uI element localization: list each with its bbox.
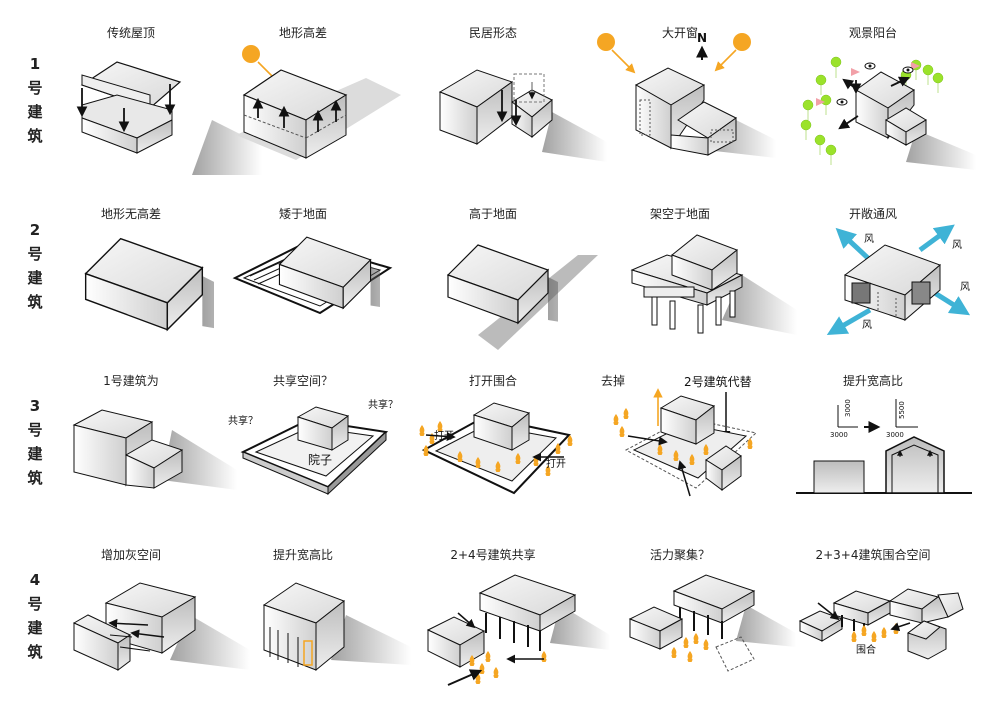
caption-terrain-height: 地形高差 bbox=[278, 26, 327, 40]
diagram-vitality bbox=[628, 574, 796, 672]
flame-icons bbox=[469, 651, 547, 684]
wind-label: 风 bbox=[864, 233, 874, 245]
row-label-char: 3 bbox=[29, 397, 41, 415]
caption-remove: 去掉 bbox=[600, 374, 625, 388]
row-label-char: 筑 bbox=[27, 643, 43, 661]
caption-view-balcony: 观景阳台 bbox=[848, 26, 897, 40]
diagram-shared-space: 共享？ 共享？ 院子 bbox=[228, 398, 398, 496]
row-label-char: 1 bbox=[29, 55, 41, 73]
sun-icon bbox=[733, 33, 751, 51]
row-label-char: 筑 bbox=[27, 469, 43, 487]
caption-open-enclosure: 打开围合 bbox=[468, 374, 517, 388]
caption-aspect-ratio: 提升宽高比 bbox=[842, 374, 903, 388]
diagram-dwelling-form bbox=[438, 69, 607, 162]
caption-below-ground: 矮于地面 bbox=[278, 207, 327, 221]
sun-icon bbox=[597, 33, 615, 51]
row-label-char: 4 bbox=[29, 571, 41, 589]
row-label-char: 建 bbox=[27, 103, 43, 121]
diagram-traditional-roof bbox=[76, 61, 262, 175]
row-label-char: 建 bbox=[27, 619, 43, 637]
caption-shared-space: 共享空间？ bbox=[272, 374, 333, 388]
diagram-above-ground bbox=[447, 244, 598, 350]
eye-flag-icon bbox=[911, 62, 920, 70]
caption-dwelling-form: 民居形态 bbox=[468, 26, 517, 40]
caption-large-window: 大开窗 bbox=[661, 26, 698, 40]
diagram-large-window: N bbox=[597, 31, 776, 158]
diagram-building-1-as bbox=[72, 409, 237, 490]
row-3-label: 3 号 建 筑 bbox=[18, 394, 52, 490]
north-label: N bbox=[697, 31, 707, 45]
flame-icons bbox=[851, 623, 899, 642]
diagram-open-ventilation: 风 风 风 风 bbox=[826, 224, 971, 336]
eye-flag-icon bbox=[851, 68, 860, 76]
wind-label: 风 bbox=[952, 239, 962, 251]
diagram-2-4-shared bbox=[426, 574, 610, 686]
diagram-2-3-4-enclosure: 围合 bbox=[798, 588, 964, 660]
share-right-label: 共享？ bbox=[368, 398, 398, 411]
open-right-label: 打开 bbox=[546, 457, 566, 470]
row-label-char: 筑 bbox=[27, 127, 43, 145]
dim-h1-label: 3000 bbox=[844, 399, 852, 417]
row-label-char: 号 bbox=[27, 245, 43, 263]
diagram-terrain-height bbox=[236, 45, 401, 160]
row-1-label: 1 号 建 筑 bbox=[18, 52, 52, 148]
courtyard-label: 院子 bbox=[308, 453, 332, 467]
caption-2-4-shared: 2+4号建筑共享 bbox=[450, 548, 536, 562]
caption-gray-space: 增加灰空间 bbox=[100, 548, 161, 562]
diagram-open-enclosure: 打开 打开 bbox=[419, 402, 573, 495]
row-label-char: 建 bbox=[27, 445, 43, 463]
dim-w1-label: 3000 bbox=[830, 431, 848, 439]
caption-flat-terrain: 地形无高差 bbox=[100, 207, 161, 221]
caption-open-ventilation: 开敞通风 bbox=[848, 207, 897, 221]
caption-traditional-roof: 传统屋顶 bbox=[106, 26, 155, 40]
diagram-view-balcony bbox=[800, 56, 976, 170]
dim-h2-label: 5500 bbox=[898, 401, 906, 419]
replace-label: 2号建筑代替 bbox=[684, 374, 752, 389]
diagram-flat-terrain bbox=[84, 237, 214, 332]
diagram-gray-space bbox=[72, 582, 250, 671]
wind-label: 风 bbox=[960, 281, 970, 293]
eye-flag-icon bbox=[816, 98, 825, 106]
diagram-aspect-ratio-2 bbox=[262, 582, 411, 672]
row-label-char: 号 bbox=[27, 595, 43, 613]
diagram-below-ground bbox=[232, 236, 393, 315]
diagram-elevated bbox=[630, 234, 797, 335]
row-label-char: 号 bbox=[27, 79, 43, 97]
row-4-label: 4 号 建 筑 bbox=[18, 568, 52, 664]
enclose-label: 围合 bbox=[856, 643, 876, 656]
dim-w2-label: 3000 bbox=[886, 431, 904, 439]
caption-vitality: 活力聚集？ bbox=[649, 548, 710, 562]
caption-above-ground: 高于地面 bbox=[468, 207, 517, 221]
row-label-char: 筑 bbox=[27, 293, 43, 311]
caption-aspect-ratio-2: 提升宽高比 bbox=[272, 548, 333, 562]
caption-building-1-as: 1号建筑为 bbox=[103, 374, 159, 388]
sun-icon bbox=[242, 45, 260, 63]
wind-label: 风 bbox=[862, 319, 872, 331]
row-label-char: 号 bbox=[27, 421, 43, 439]
caption-elevated: 架空于地面 bbox=[649, 207, 710, 221]
row-2-label: 2 号 建 筑 bbox=[18, 218, 52, 314]
diagram-remove-replace: 2号建筑代替 bbox=[613, 374, 758, 497]
caption-2-3-4-enclosure: 2+3+4建筑围合空间 bbox=[815, 548, 931, 562]
row-label-char: 建 bbox=[27, 269, 43, 287]
diagram-aspect-ratio: 3000 3000 5500 3000 bbox=[796, 399, 972, 494]
share-left-label: 共享？ bbox=[228, 414, 258, 427]
row-label-char: 2 bbox=[29, 221, 41, 239]
